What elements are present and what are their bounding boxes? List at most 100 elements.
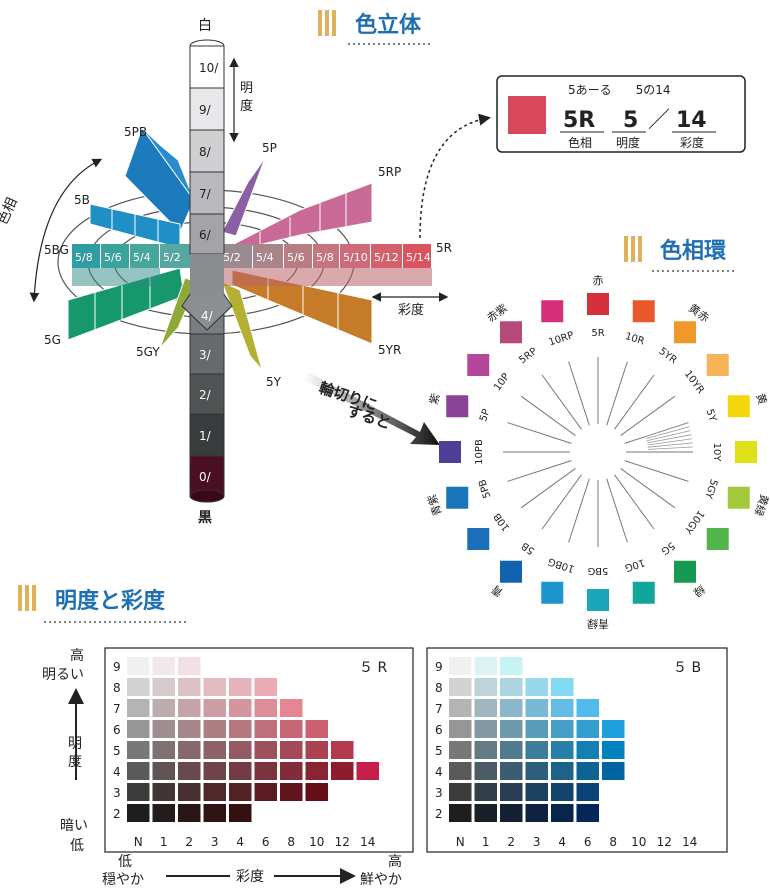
vc-cell — [254, 720, 277, 738]
vc-cell — [254, 762, 277, 780]
vc-cell — [280, 762, 303, 780]
vc-cell — [152, 783, 175, 801]
vc-cell — [280, 699, 303, 717]
vc-cell — [500, 741, 523, 759]
hue-code-label: 5RP — [517, 346, 539, 366]
solid-hue-label: 5B — [74, 193, 90, 207]
value-segment — [189, 171, 225, 215]
chroma-cell — [101, 244, 129, 268]
vc-cell — [152, 678, 175, 696]
vc-bottom-axis: 低 穏やか 彩度 高 鮮やか — [102, 853, 402, 888]
vc-cell — [203, 699, 226, 717]
hue-code-label: 10RP — [547, 330, 575, 348]
slice-arrow: 輪切りに すると — [304, 372, 440, 445]
fin-5p — [221, 157, 266, 237]
hue-swatch — [541, 300, 564, 323]
vc-cell — [254, 783, 277, 801]
notation-slash: ／ — [648, 108, 670, 133]
vc-cell — [152, 762, 175, 780]
hue-code-label: 5Y — [704, 408, 719, 424]
vc-col-label: 14 — [360, 835, 375, 849]
vc-cell — [525, 678, 548, 696]
hue-fins — [67, 126, 373, 371]
vc-bright-label: 明るい — [42, 667, 84, 683]
vc-cell — [500, 657, 523, 675]
vc-cell — [551, 699, 574, 717]
vc-cell — [551, 783, 574, 801]
vc-cell — [178, 783, 201, 801]
hue-circle-title-block: 色相環 — [624, 236, 736, 272]
vc-col-label: 6 — [584, 835, 592, 849]
vc-cell — [178, 657, 201, 675]
vc-cell — [449, 804, 472, 822]
value-level-label: 7/ — [199, 187, 212, 201]
vc-col-label: 10 — [631, 835, 646, 849]
hue-swatch — [500, 321, 523, 344]
vc-cell — [576, 699, 599, 717]
hue-name-label: 紫 — [427, 392, 443, 406]
notation-chroma-caption: 彩度 — [680, 135, 704, 150]
vc-cell — [127, 678, 150, 696]
chroma-step-label: 5/2 — [163, 251, 181, 264]
vc-cell — [280, 783, 303, 801]
chroma-step-label: 5/14 — [406, 251, 431, 264]
vc-col-label: 2 — [507, 835, 515, 849]
vc-cell — [551, 741, 574, 759]
vc-cell — [474, 783, 497, 801]
value-level-label: 1/ — [199, 429, 212, 443]
vc-cell — [525, 804, 548, 822]
solid-hue-label: 5BG — [44, 243, 69, 257]
chroma-cell — [340, 244, 370, 268]
hue-swatch — [727, 395, 750, 418]
vc-cell — [551, 678, 574, 696]
chroma-step-label: 5/4 — [133, 251, 151, 264]
vc-cell — [229, 741, 252, 759]
vc-row-label: 3 — [113, 786, 121, 800]
hue-swatch — [587, 589, 609, 611]
vc-cell — [127, 720, 150, 738]
vc-cell — [254, 678, 277, 696]
chroma-cell — [130, 244, 159, 268]
hue-code-label: 5B — [520, 539, 537, 556]
hue-circle: 5R赤10R5YR黄赤10YR5Y黄10Y5GY黄緑10GY5G緑10G5BG青… — [425, 274, 770, 631]
value-level-label: 0/ — [199, 470, 212, 484]
vc-cell — [229, 804, 252, 822]
hue-swatch — [439, 441, 461, 463]
chroma-step-label: 5/8 — [316, 251, 334, 264]
value-segment — [189, 333, 225, 375]
value-level-label: 3/ — [199, 348, 212, 362]
vc-cell — [178, 720, 201, 738]
vc-cell — [280, 741, 303, 759]
vc-cell — [331, 741, 354, 759]
vc-cell — [152, 699, 175, 717]
hue-code-label: 10BG — [547, 555, 576, 574]
vc-col-label: 1 — [482, 835, 490, 849]
vc-value-char2: 度 — [68, 754, 82, 770]
solid-hue-label: 5P — [262, 141, 277, 155]
vc-col-label: 8 — [287, 835, 295, 849]
solid-hue-label: 5GY — [136, 345, 160, 359]
vc-col-label: N — [456, 835, 465, 849]
vc-low-label: 低 — [70, 838, 84, 854]
solid-hue-label: 色相 — [0, 195, 21, 228]
vc-value-char1: 明 — [68, 736, 82, 752]
hue-name-label: 青緑 — [587, 617, 609, 631]
hue-swatch — [632, 300, 655, 323]
hue-code-label: 10G — [623, 556, 646, 573]
vc-title-block: 明度と彩度 — [18, 585, 188, 623]
vc-row-label: 6 — [435, 723, 443, 737]
vc-cell — [449, 783, 472, 801]
vc-cell — [254, 699, 277, 717]
fin-5pb — [124, 126, 195, 233]
vc-cell — [280, 720, 303, 738]
value-segment — [189, 213, 225, 255]
vc-cell — [525, 720, 548, 738]
vc-cell — [449, 678, 472, 696]
vc-cell — [602, 741, 625, 759]
vc-cell — [305, 783, 328, 801]
vc-cell — [576, 762, 599, 780]
vc-col-label: 1 — [160, 835, 168, 849]
vc-cell — [178, 804, 201, 822]
hue-code-label: 10R — [624, 331, 646, 348]
